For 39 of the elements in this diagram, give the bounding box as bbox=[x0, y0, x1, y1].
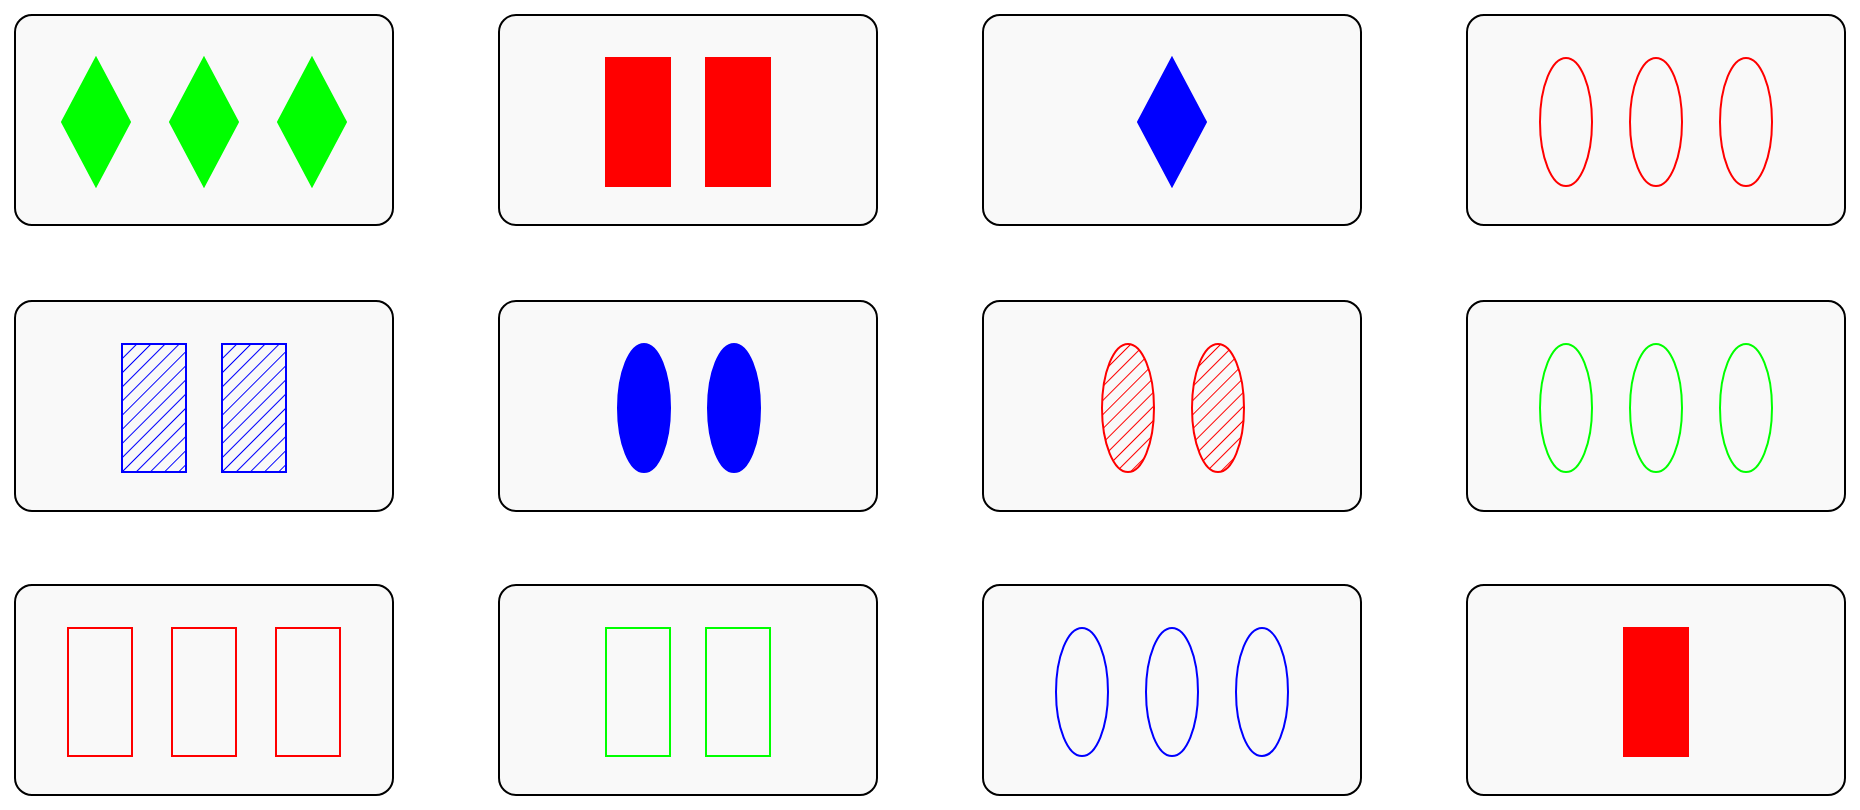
diamond-shape bbox=[170, 58, 238, 186]
card bbox=[982, 300, 1362, 512]
rectangle-shape bbox=[706, 58, 770, 186]
oval-shape bbox=[1540, 58, 1592, 186]
oval-shape bbox=[617, 344, 669, 472]
rectangle-shape bbox=[68, 628, 132, 756]
oval-shape bbox=[1540, 344, 1592, 472]
diamond-shape bbox=[1138, 58, 1206, 186]
card bbox=[1466, 584, 1846, 796]
diamond-shape bbox=[278, 58, 346, 186]
rectangle-shape bbox=[172, 628, 236, 756]
oval-shape bbox=[1720, 58, 1772, 186]
card bbox=[1466, 14, 1846, 226]
card bbox=[982, 584, 1362, 796]
card bbox=[498, 584, 878, 796]
diamond-shape bbox=[62, 58, 130, 186]
rectangle-shape bbox=[122, 344, 186, 472]
oval-shape bbox=[1630, 344, 1682, 472]
card bbox=[1466, 300, 1846, 512]
oval-shape bbox=[1720, 344, 1772, 472]
rectangle-shape bbox=[1624, 628, 1688, 756]
oval-shape bbox=[707, 344, 759, 472]
card bbox=[498, 300, 878, 512]
card bbox=[14, 300, 394, 512]
oval-shape bbox=[1056, 628, 1108, 756]
rectangle-shape bbox=[606, 58, 670, 186]
rectangle-shape bbox=[276, 628, 340, 756]
card bbox=[14, 14, 394, 226]
card bbox=[14, 584, 394, 796]
oval-shape bbox=[1236, 628, 1288, 756]
oval-shape bbox=[1146, 628, 1198, 756]
rectangle-shape bbox=[706, 628, 770, 756]
oval-shape bbox=[1630, 58, 1682, 186]
rectangle-shape bbox=[222, 344, 286, 472]
oval-shape bbox=[1191, 344, 1243, 472]
rectangle-shape bbox=[606, 628, 670, 756]
oval-shape bbox=[1101, 344, 1153, 472]
card bbox=[982, 14, 1362, 226]
card bbox=[498, 14, 878, 226]
